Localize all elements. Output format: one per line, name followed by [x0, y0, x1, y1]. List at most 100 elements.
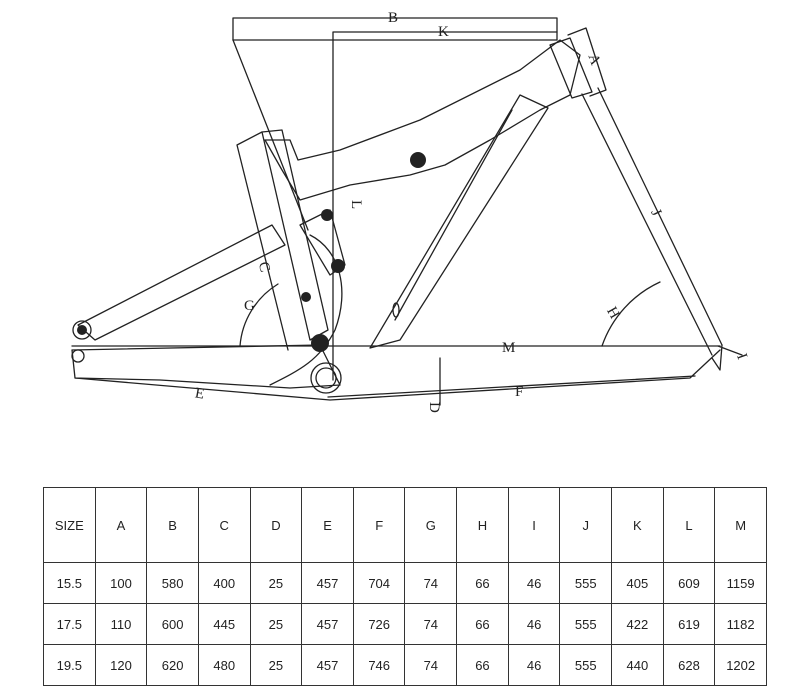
dimension-k-line: [332, 31, 558, 41]
table-cell: 46: [507, 603, 561, 645]
table-cell: 17.5: [43, 603, 96, 645]
label-b: B: [388, 10, 398, 26]
label-l: L: [348, 200, 364, 209]
table-cell: 580: [146, 562, 199, 604]
table-cell: 746: [352, 644, 406, 686]
table-cell: 46: [507, 562, 561, 604]
dimension-b-left-extension: [232, 39, 309, 231]
label-j: J: [647, 207, 664, 219]
table-cell: 457: [301, 603, 354, 645]
rocker-link: [299, 209, 346, 276]
table-cell: 405: [611, 562, 664, 604]
table-cell: 25: [249, 562, 303, 604]
frame-drawing: B K A J L C G H M I F E D: [71, 10, 750, 413]
label-m: M: [502, 340, 515, 356]
top-tube: [264, 39, 581, 201]
table-cell: 74: [404, 603, 458, 645]
table-header-cell: K: [611, 487, 664, 563]
table-cell: 600: [146, 603, 199, 645]
pivot-top: [321, 209, 333, 221]
rear-axle: [71, 349, 85, 363]
dropout-bolt: [77, 325, 87, 335]
table-cell: 628: [662, 644, 716, 686]
head-tube: [549, 37, 593, 99]
label-d: D: [426, 402, 442, 413]
shock-slot: [392, 302, 400, 318]
dimension-i-line: [711, 344, 743, 371]
table-cell: 457: [301, 644, 354, 686]
table-cell: 1202: [714, 644, 767, 686]
seat-tube: [261, 129, 329, 341]
table-cell: 1182: [714, 603, 767, 645]
bottom-bracket-inner: [315, 367, 337, 389]
table-cell: 110: [94, 603, 148, 645]
dimension-j-ext: [581, 93, 713, 356]
pivot-rocker: [410, 152, 426, 168]
table-header-cell: A: [94, 487, 148, 563]
table-cell: 1159: [714, 562, 767, 604]
table-cell: 66: [456, 603, 509, 645]
table-header-cell: I: [507, 487, 561, 563]
label-i: I: [733, 352, 750, 362]
table-header-cell: L: [662, 487, 716, 563]
table-cell: 445: [197, 603, 251, 645]
dimension-c-line: [236, 131, 289, 351]
table-header-cell: C: [197, 487, 251, 563]
table-cell: 620: [146, 644, 199, 686]
chain-stay-lower: [74, 349, 721, 401]
table-header-cell: J: [559, 487, 613, 563]
pivot-main: [311, 334, 329, 352]
table-header-cell: M: [714, 487, 767, 563]
dimension-g-arc: [239, 283, 279, 347]
bottom-bracket: [310, 362, 342, 394]
table-cell: 19.5: [43, 644, 96, 686]
label-h: H: [603, 304, 622, 322]
cable-routing: [269, 234, 343, 386]
rear-dropout: [72, 320, 92, 340]
down-tube-inner: [394, 109, 513, 321]
label-a: A: [584, 52, 603, 68]
table-cell: 440: [611, 644, 664, 686]
dimension-a-line: [567, 27, 607, 97]
label-c: C: [255, 260, 273, 274]
table-cell: 726: [352, 603, 406, 645]
table-header-cell: B: [146, 487, 199, 563]
dimension-h-arc: [601, 281, 661, 347]
frame-geometry-diagram: B K A J L C G H M I F E D: [71, 10, 750, 413]
table-cell: 704: [352, 562, 406, 604]
table-cell: 619: [662, 603, 716, 645]
table-cell: 555: [559, 603, 613, 645]
table-cell: 46: [507, 644, 561, 686]
label-e: E: [194, 385, 206, 402]
label-f: F: [515, 384, 523, 400]
table-cell: 74: [404, 562, 458, 604]
table-header-cell: D: [249, 487, 303, 563]
table-cell: 422: [611, 603, 664, 645]
table-cell: 555: [559, 562, 613, 604]
table-header-cell: F: [352, 487, 406, 563]
table-cell: 15.5: [43, 562, 96, 604]
table-cell: 66: [456, 644, 509, 686]
dimension-b-line: [232, 17, 558, 41]
table-cell: 609: [662, 562, 716, 604]
table-cell: 25: [249, 603, 303, 645]
dimension-f-line: [327, 375, 696, 398]
table-cell: 480: [197, 644, 251, 686]
table-cell: 120: [94, 644, 148, 686]
label-k: K: [438, 24, 449, 40]
table-header-cell: E: [301, 487, 354, 563]
table-header-cell: G: [404, 487, 458, 563]
table-cell: 66: [456, 562, 509, 604]
table-cell: 25: [249, 644, 303, 686]
table-header-cell: SIZE: [43, 487, 96, 563]
label-g: G: [244, 298, 255, 314]
seat-stay: [77, 224, 286, 341]
pivot-rear: [301, 292, 311, 302]
dimension-j-line: [597, 87, 723, 346]
table-header-cell: H: [456, 487, 509, 563]
